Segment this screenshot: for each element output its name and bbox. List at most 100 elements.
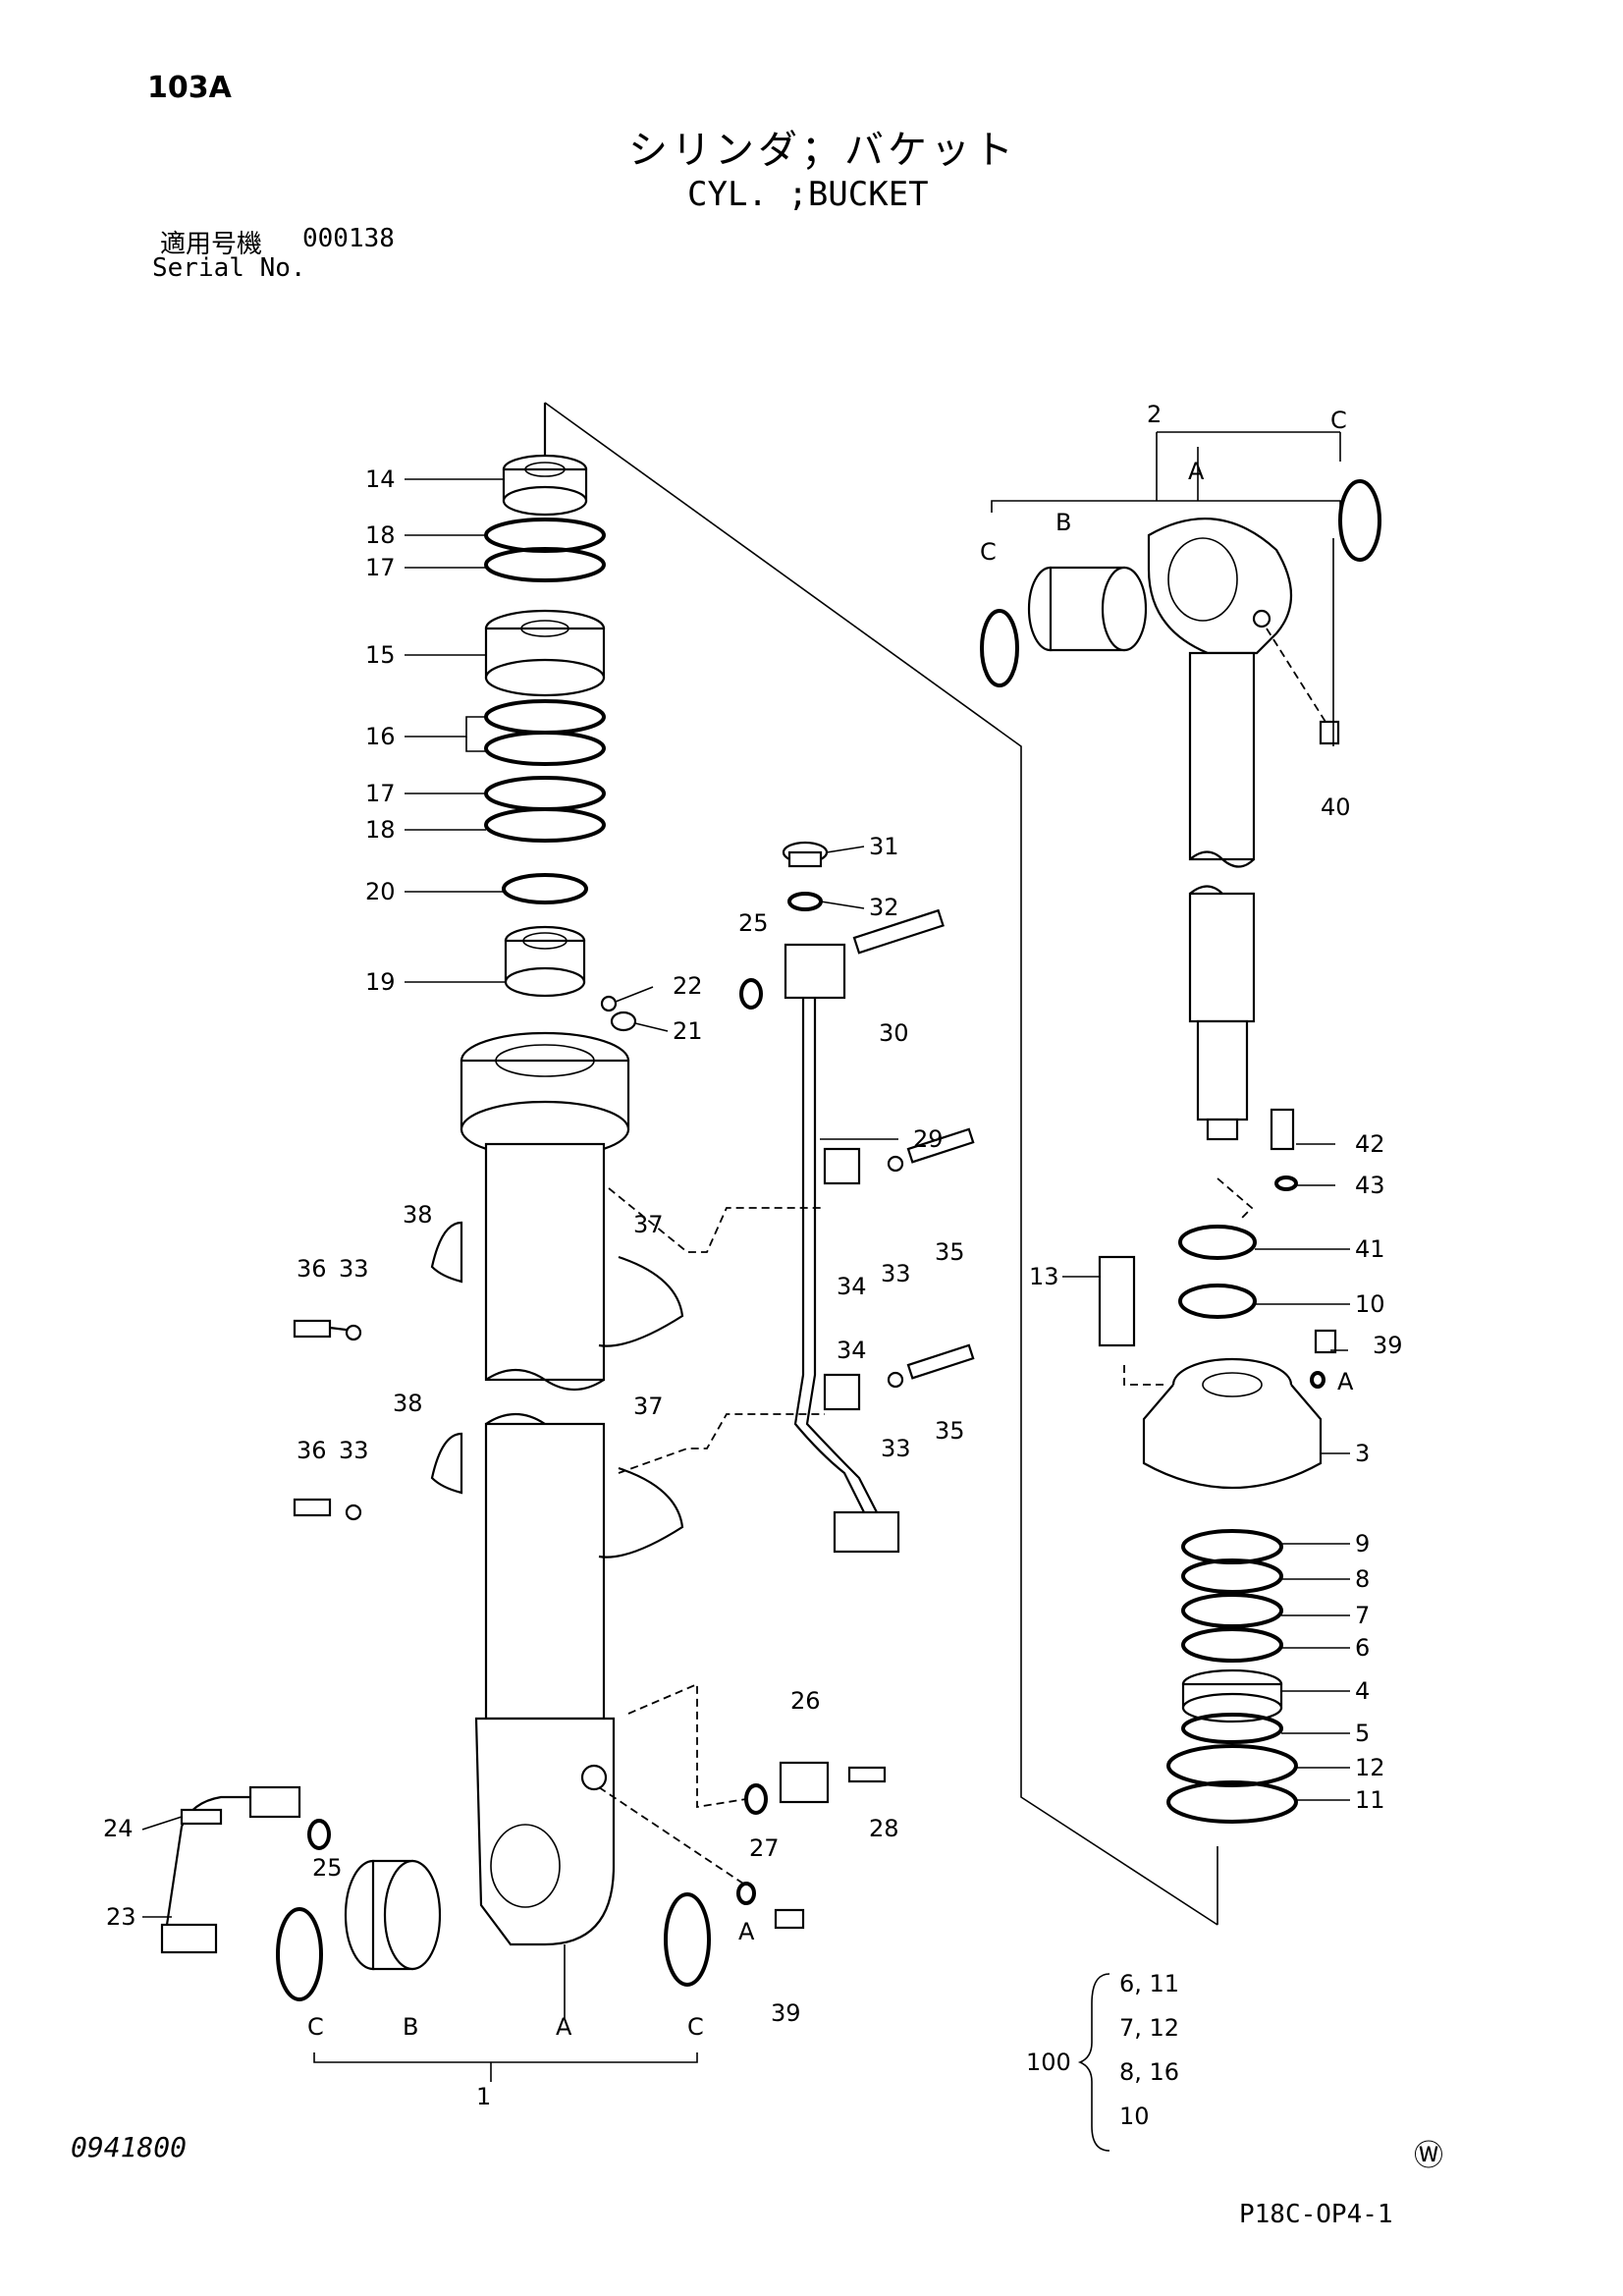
cylinder-tube-assembly	[160, 402, 1218, 2082]
callout-11: 11	[1355, 1786, 1385, 1814]
callout-25-lower: 25	[312, 1854, 343, 1882]
callout-22: 22	[673, 972, 703, 1000]
part-40-nipple	[1319, 720, 1340, 745]
serial-label-japanese: 適用号機	[160, 230, 263, 259]
serial-label-english: Serial No.	[152, 253, 306, 283]
part-13-bolt	[1098, 1255, 1136, 1347]
callout-35-b: 35	[935, 1417, 965, 1445]
part-37-band-b	[598, 1466, 684, 1558]
part-17-ring-b	[484, 776, 606, 811]
callout-18: 18	[365, 521, 396, 549]
callout-17-lower: 17	[365, 780, 396, 807]
callout-13: 13	[1029, 1263, 1059, 1290]
callout-17: 17	[365, 554, 396, 581]
watermark-symbol: Ⓦ	[1414, 2139, 1443, 2173]
part-32-oring	[787, 892, 823, 911]
part-23-flange	[160, 1923, 218, 1954]
callout-30: 30	[879, 1019, 909, 1047]
callout-20: 20	[365, 878, 396, 905]
callout-42: 42	[1355, 1130, 1385, 1158]
cylinder-tube-lower	[484, 1422, 606, 1721]
label-left-c1: C	[307, 2013, 324, 2041]
part-rod-lower	[1188, 892, 1256, 1023]
part-28-bolt	[847, 1766, 887, 1783]
part-25-oring-b	[739, 978, 763, 1010]
callout-39-lower: 39	[771, 1999, 801, 2027]
callout-31: 31	[869, 833, 899, 860]
title-japanese: シリンダ；バケット	[628, 128, 1017, 173]
part-3-gland	[1142, 1357, 1323, 1489]
callout-29: 29	[913, 1125, 944, 1153]
callout-3: 3	[1355, 1440, 1370, 1467]
part-a-ring	[736, 1882, 756, 1905]
part-33-washer-b	[345, 1503, 362, 1521]
callout-4: 4	[1355, 1677, 1370, 1705]
part-36-bolt-b	[293, 1498, 332, 1517]
part-9-seal	[1181, 1529, 1283, 1564]
part-16-ring-b	[484, 731, 606, 766]
part-20-ring	[502, 873, 588, 904]
kit-brace	[1077, 1973, 1110, 2152]
cylinder-head-flange	[460, 1031, 630, 1159]
callout-19: 19	[365, 968, 396, 996]
title-english: CYL. ;BUCKET	[687, 175, 929, 214]
pipe-assembly	[739, 841, 975, 1554]
piston-rod-assembly	[980, 431, 1381, 1925]
callout-18-lower: 18	[365, 816, 396, 844]
part-39-fitting-b	[1314, 1329, 1337, 1354]
callout-10: 10	[1355, 1290, 1385, 1318]
part-41-snap-ring	[1178, 1225, 1257, 1260]
callout-32: 32	[869, 894, 899, 921]
callout-38-b: 38	[393, 1390, 423, 1417]
kit-number: 100	[1026, 2049, 1071, 2076]
part-35-bolt-b	[906, 1343, 975, 1380]
page-code: P18C-OP4-1	[1239, 2200, 1393, 2229]
part-36-bolt	[293, 1319, 332, 1339]
label-right-c2: C	[1330, 407, 1347, 434]
part-16-ring	[484, 699, 606, 735]
page-number: 103A	[147, 71, 232, 105]
part-33-washer	[345, 1324, 362, 1341]
part-18-ring	[484, 518, 606, 553]
part-c-seal-left	[276, 1907, 323, 2001]
part-c-seal-right	[664, 1892, 711, 1987]
kit-item-3: 8, 16	[1119, 2058, 1179, 2086]
part-8-seal	[1181, 1558, 1283, 1594]
part-38-band-b	[430, 1432, 463, 1495]
part-29-pipe	[793, 998, 865, 1513]
callout-33-b: 33	[339, 1437, 369, 1464]
callout-34: 34	[837, 1273, 867, 1300]
kit-item-2: 7, 12	[1119, 2014, 1179, 2042]
part-21-screw	[610, 1011, 637, 1032]
callout-2: 2	[1147, 401, 1162, 428]
callout-43: 43	[1355, 1172, 1385, 1199]
document-number: 0941800	[71, 2131, 188, 2163]
cylinder-tube-upper	[484, 1142, 606, 1382]
part-6-seal	[1181, 1627, 1283, 1663]
label-left-c2: C	[687, 2013, 704, 2041]
cylinder-bottom-eye	[474, 1717, 616, 1946]
part-5-ring	[1181, 1713, 1283, 1744]
label-right-a: A	[1188, 458, 1205, 485]
callout-21: 21	[673, 1017, 703, 1045]
part-c-seal-top-right	[1338, 479, 1381, 562]
part-b-bushing-left	[344, 1859, 442, 1971]
callout-33-c: 33	[881, 1260, 911, 1287]
callout-33-d: 33	[881, 1435, 911, 1462]
label-left-b: B	[403, 2013, 418, 2041]
part-24-bolt	[180, 1808, 223, 1826]
part-a-ring-b	[1310, 1371, 1325, 1389]
part-26-flange	[779, 1761, 830, 1804]
callout-35: 35	[935, 1238, 965, 1266]
part-17-ring	[484, 547, 606, 582]
part-27-oring	[744, 1783, 768, 1815]
callout-36: 36	[297, 1255, 327, 1283]
callout-5: 5	[1355, 1720, 1370, 1747]
callout-24: 24	[103, 1815, 134, 1842]
callout-12: 12	[1355, 1754, 1385, 1781]
callout-9: 9	[1355, 1530, 1370, 1558]
part-43-washer	[1274, 1175, 1298, 1191]
callout-6: 6	[1355, 1634, 1370, 1662]
callout-27: 27	[749, 1834, 780, 1862]
